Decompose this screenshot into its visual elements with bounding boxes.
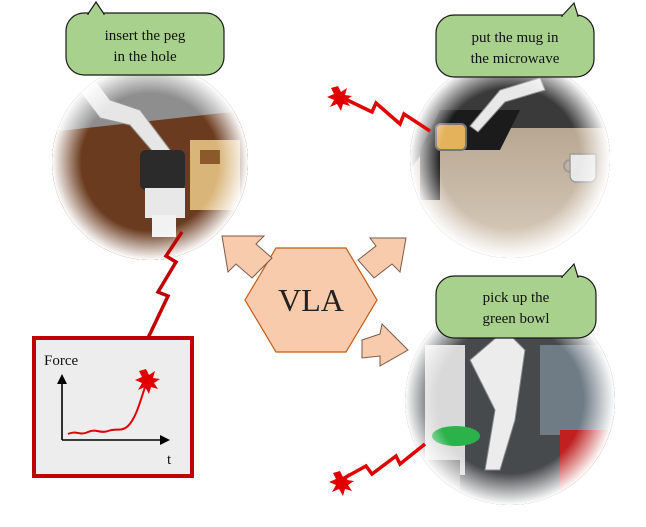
photo-bowl-vignette (405, 295, 615, 505)
time-axis-label: t (167, 452, 172, 468)
force-curve (67, 383, 147, 435)
arrow-to-peg (221, 235, 273, 279)
arrow-to-mug (357, 237, 407, 279)
force-x-arrowhead (160, 435, 170, 445)
collision-burst-icon (327, 86, 352, 111)
bubble-peg-line2: in the hole (113, 49, 177, 65)
speech-bubble-icon (435, 1, 595, 78)
force-y-arrowhead (57, 374, 67, 384)
vla-label: VLA (278, 282, 344, 318)
photo-mug-vignette (410, 58, 610, 258)
bubble-peg-line1: insert the peg (105, 28, 186, 44)
bubble-bowl-line2: green bowl (482, 311, 549, 327)
bubble-mug-line2: the microwave (471, 51, 560, 67)
collision-burst-icon (135, 369, 160, 394)
arrow-to-bowl (361, 322, 409, 367)
photo-peg-vignette (52, 64, 248, 260)
lightning-bolt-icon (146, 231, 184, 339)
force-plot-frame (32, 336, 194, 478)
bubble-bowl-line1: pick up the (483, 290, 550, 306)
force-axis-label: Force (44, 353, 78, 369)
lightning-bolt-icon (342, 96, 431, 133)
speech-bubble-icon (65, 0, 225, 76)
vla-hexagon (244, 247, 378, 353)
collision-burst-icon (329, 471, 354, 496)
bubble-mug-line1: put the mug in (471, 30, 559, 46)
speech-bubble-icon (435, 262, 597, 339)
lightning-bolt-icon (336, 442, 427, 484)
